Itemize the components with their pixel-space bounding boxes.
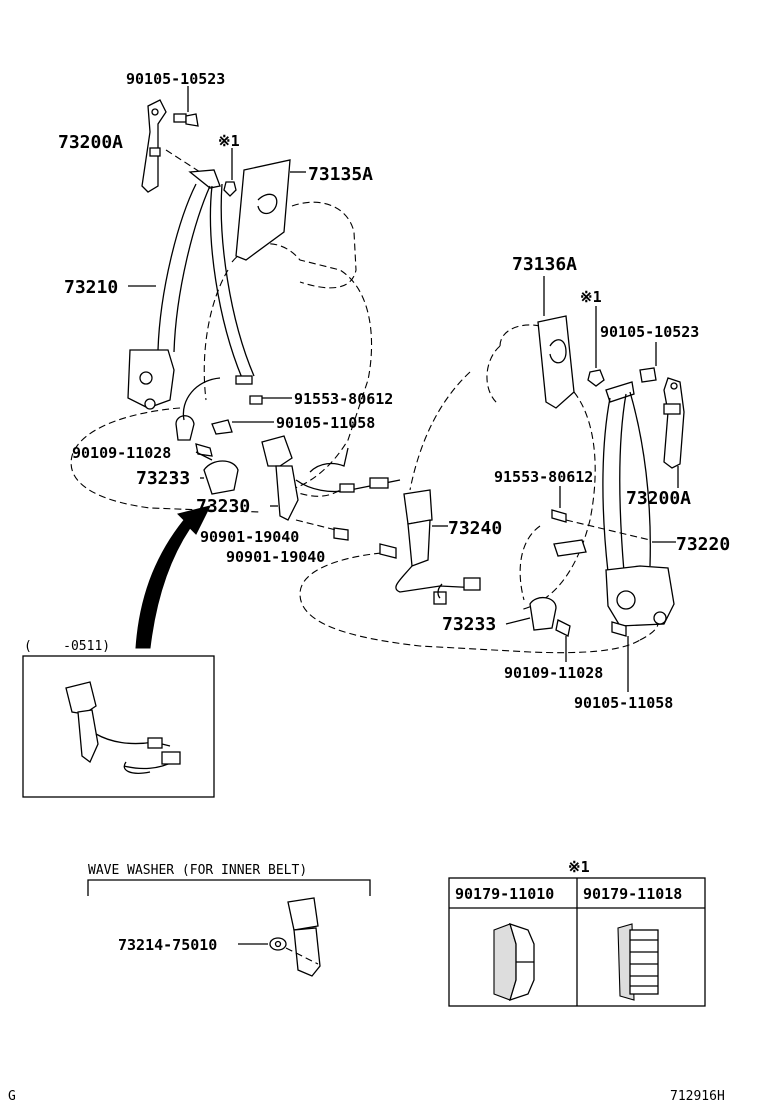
cover-73233-right <box>505 597 557 631</box>
label-bolt-11028-left: 90109-11028 <box>72 444 171 462</box>
label-top-bolt-left: 90105-10523 <box>126 70 225 88</box>
label-belt-73220: 73220 <box>676 534 730 555</box>
washer-bracket <box>87 879 371 896</box>
label-nut-note-left: ※1 <box>218 132 240 150</box>
nut-icon-11010 <box>493 922 535 1002</box>
label-anchor-left: 73200A <box>58 132 123 153</box>
nut-table-col2: 90179-11018 <box>583 885 682 903</box>
bolt-90105-10523-left <box>173 86 199 127</box>
label-cover-73135a: 73135A <box>308 164 373 185</box>
label-belt-73210: 73210 <box>64 277 118 298</box>
label-clip-19040-a: 90901-19040 <box>200 528 299 546</box>
nut-right <box>587 306 605 387</box>
inset-box <box>22 655 215 798</box>
belt-73220 <box>565 381 676 627</box>
label-clip-19040-b: 90901-19040 <box>226 548 325 566</box>
bolt-90109-11028-left <box>195 443 213 461</box>
footer-left: G <box>8 1089 16 1104</box>
cover-73233-left <box>200 460 239 495</box>
washer-buckle <box>238 897 321 977</box>
cover-73135a <box>235 159 306 261</box>
label-buckle-73230: 73230 <box>196 496 250 517</box>
label-bolt-11028-right: 90109-11028 <box>504 664 603 682</box>
inset-range-label: ( -0511) <box>24 639 110 654</box>
label-bolt-11058-left: 90105-11058 <box>276 414 375 432</box>
label-nut-note-right: ※1 <box>580 288 602 306</box>
lower-anchor-left <box>175 377 221 441</box>
callout-arrow <box>135 505 211 649</box>
bolt-90105-10523-right <box>639 342 657 383</box>
nut-left <box>223 148 237 197</box>
bolt-90109-11028-right <box>555 619 571 662</box>
label-cover-73233-left: 73233 <box>136 468 190 489</box>
bolt-91553-80612-right <box>551 486 587 557</box>
part-labels: 90105-10523 73200A ※1 73135A 73210 91553… <box>8 70 730 1104</box>
footer-right: 712916H <box>670 1089 725 1104</box>
nut-table <box>448 877 706 1007</box>
inset-buckle <box>65 681 181 774</box>
label-bolt-91553-left: 91553-80612 <box>294 390 393 408</box>
washer-part-label: 73214-75010 <box>118 936 217 954</box>
label-cover-73233-right: 73233 <box>442 614 496 635</box>
label-bolt-91553-right: 91553-80612 <box>494 468 593 486</box>
nut-table-col1: 90179-11010 <box>455 885 554 903</box>
label-anchor-right: 73200A <box>626 488 691 509</box>
buckle-73240 <box>395 489 481 605</box>
nut-table-note: ※1 <box>568 858 590 876</box>
nut-icon-11018 <box>617 923 659 1001</box>
bolt-90105-11058-right <box>611 621 629 692</box>
anchor-73200a-right <box>663 377 685 488</box>
label-cover-73136a: 73136A <box>512 254 577 275</box>
buckle-73230 <box>261 435 401 521</box>
label-top-bolt-right: 90105-10523 <box>600 323 699 341</box>
label-buckle-73240: 73240 <box>448 518 502 539</box>
washer-heading: WAVE WASHER (FOR INNER BELT) <box>88 863 307 878</box>
anchor-73200a-left <box>141 99 201 193</box>
bolt-90105-11058-left <box>211 419 274 435</box>
label-bolt-11058-right: 90105-11058 <box>574 694 673 712</box>
clip-90901-19040 <box>295 519 397 559</box>
bolt-91553-80612-left <box>235 375 292 405</box>
cover-73136a <box>537 276 575 409</box>
belt-73210 <box>127 169 255 410</box>
